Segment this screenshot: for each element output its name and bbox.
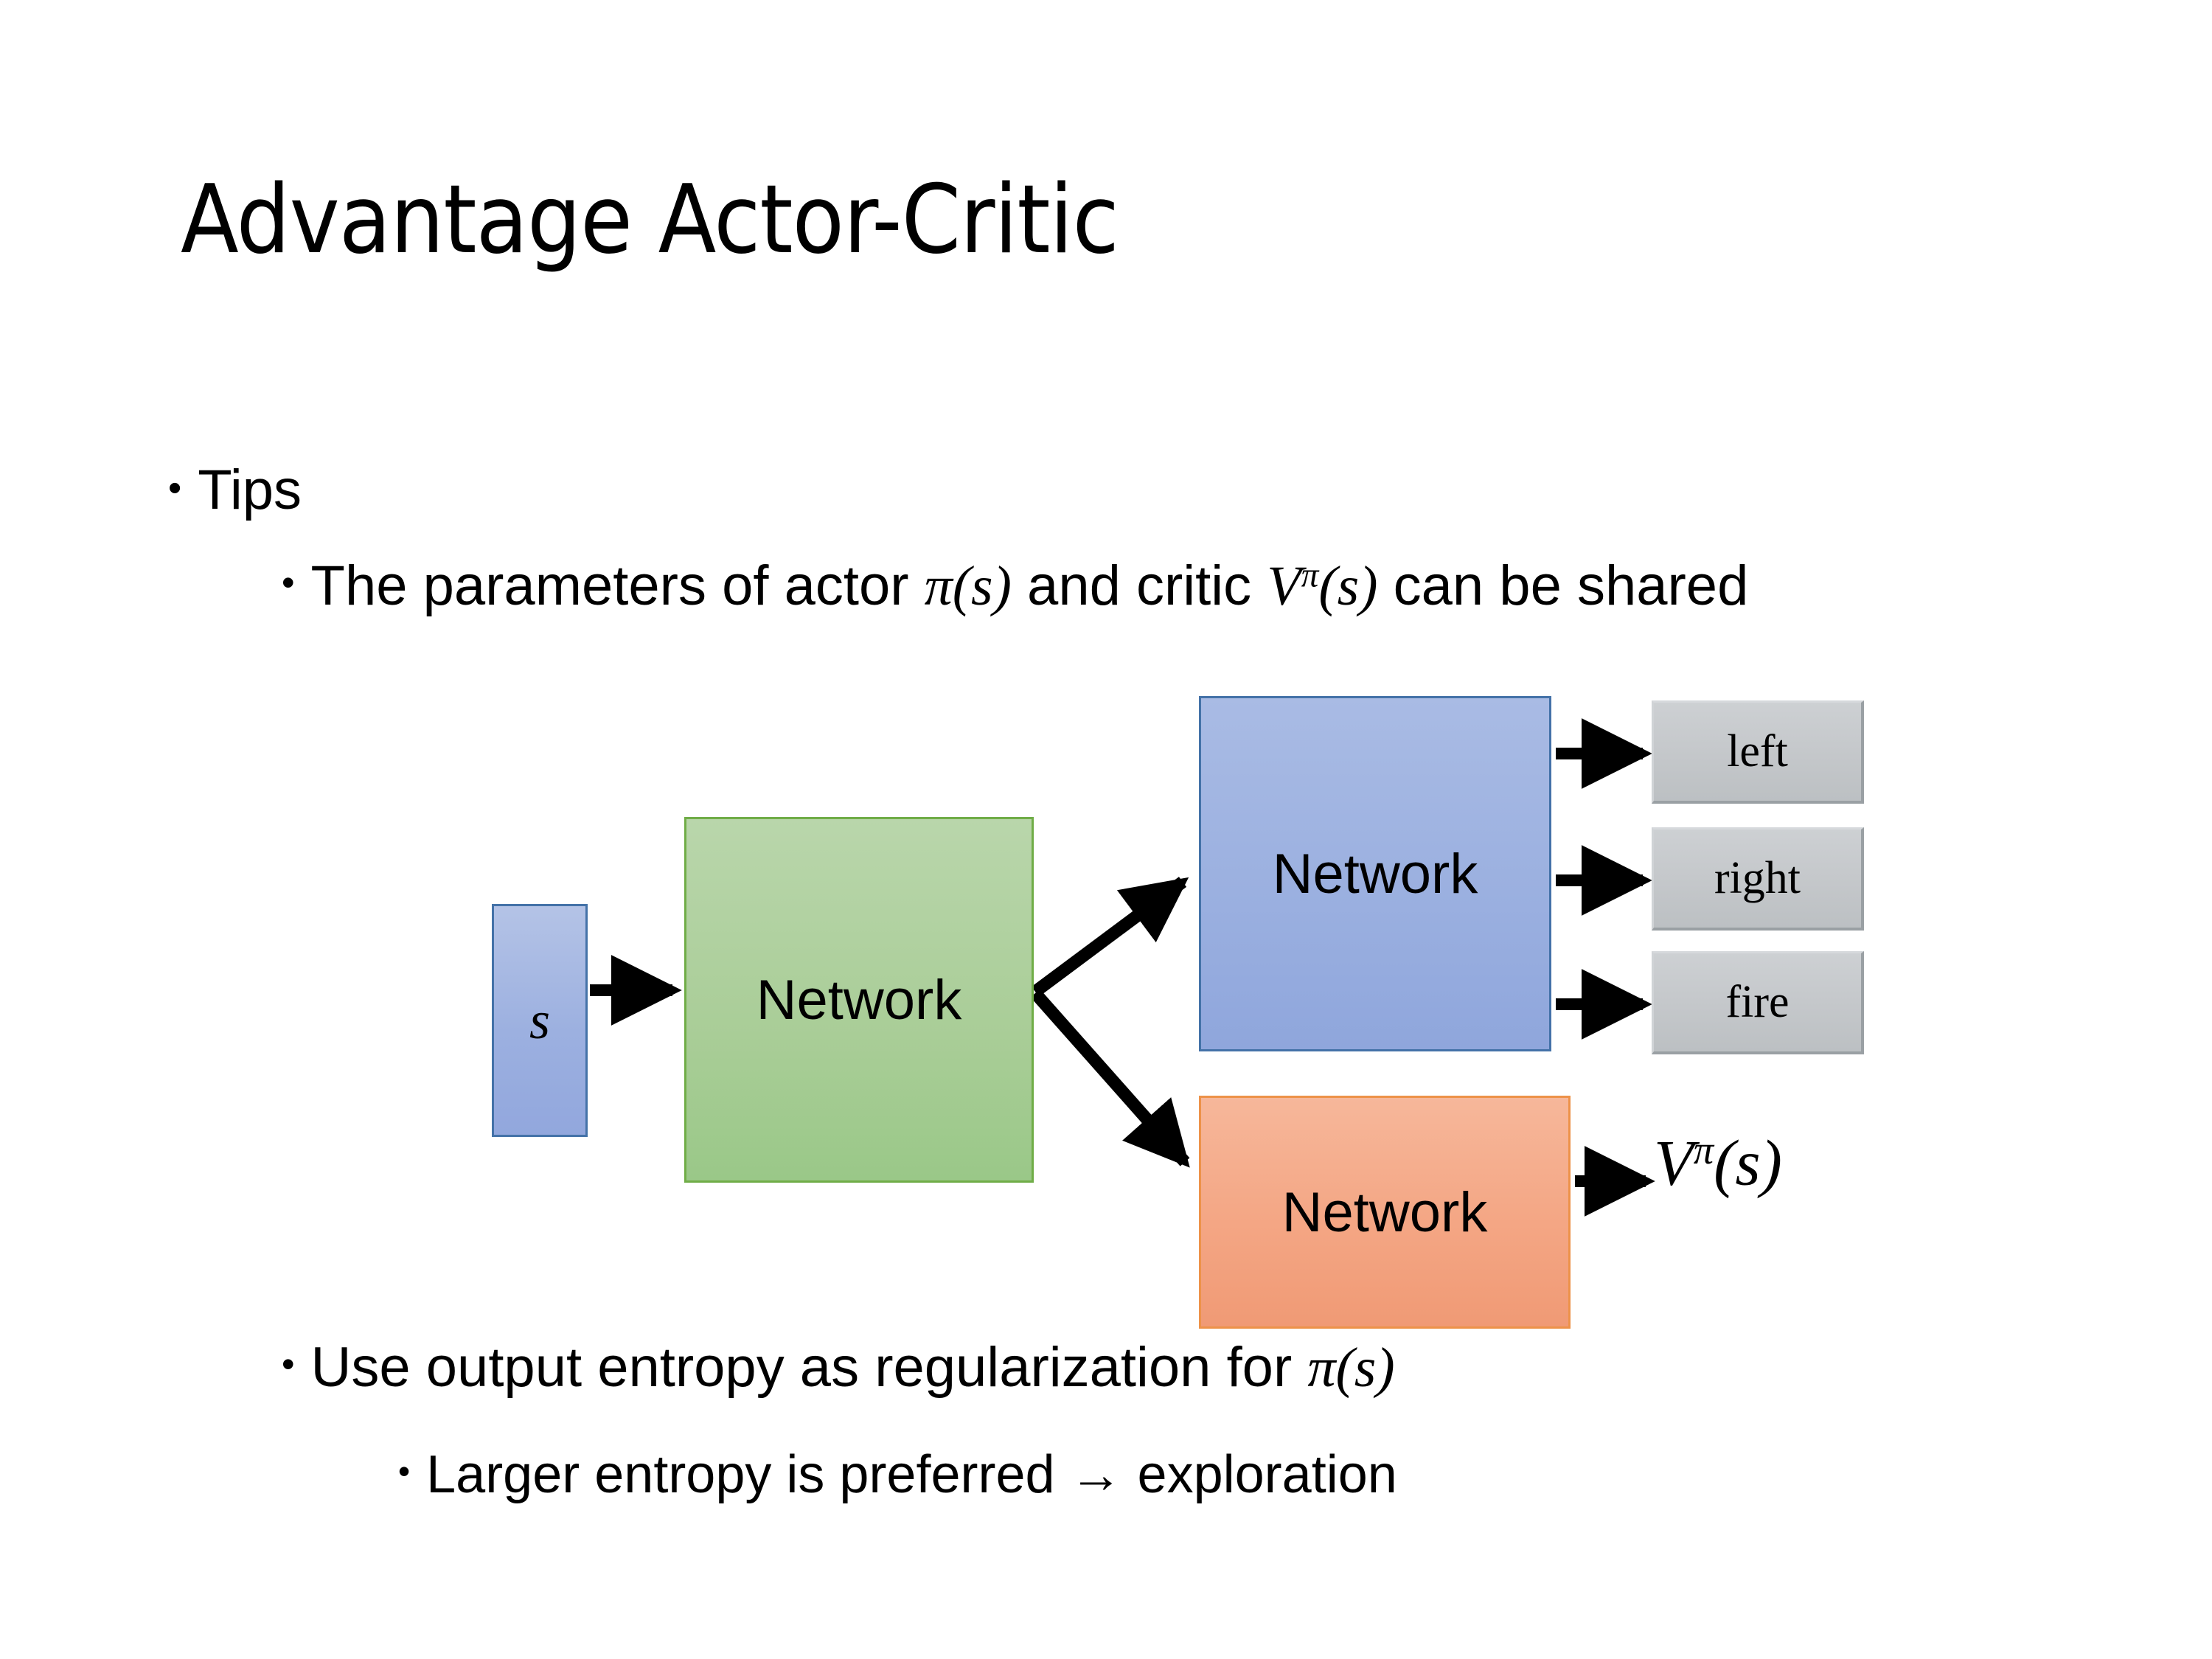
bullet-text-segment: The parameters of actor [310,554,925,617]
math-v-pi-of-s: Vπ(s) [1267,555,1377,617]
arrow-shared-to-critic [1030,989,1190,1168]
actor-network-label: Network [1272,842,1478,905]
bullet-marker-icon: • [398,1452,411,1490]
bullet-shared-parameters: • The parameters of actor π(s) and criti… [282,554,1978,619]
action-output-right: right [1652,827,1864,931]
action-output-fire-label: fire [1725,977,1790,1027]
bullet-marker-icon: • [282,1343,295,1385]
critic-network-box: Network [1199,1096,1571,1329]
math-pi-of-s: π(s) [924,555,1012,617]
bullet-entropy-label: Use output entropy as regularization for… [311,1336,1395,1399]
bullet-text-segment: and critic [1011,554,1267,617]
bullet-tips-label: Tips [198,459,302,521]
bullet-exploration-label: Larger entropy is preferred → exploratio… [426,1445,1397,1504]
math-v-base: V [1267,555,1301,617]
bullet-marker-icon: • [282,562,295,603]
math-v-argument: (s) [1318,555,1378,617]
state-input-box: s [492,904,588,1137]
shared-network-label: Network [756,968,962,1032]
bullet-tips: • Tips [168,459,302,521]
bullet-text-segment: can be shared [1393,554,1749,617]
shared-network-box: Network [684,817,1034,1183]
bullet-entropy-regularization: • Use output entropy as regularization f… [282,1336,1395,1399]
critic-value-argument: (s) [1714,1127,1782,1200]
action-output-left-label: left [1727,726,1788,776]
critic-network-label: Network [1281,1180,1488,1244]
math-v-superscript: π [1301,556,1319,595]
action-output-right-label: right [1714,853,1801,903]
critic-value-base: V [1654,1127,1694,1200]
arrow-shared-to-actor [1031,877,1189,997]
action-output-fire: fire [1652,951,1864,1054]
critic-value-superscript: π [1693,1127,1714,1172]
math-pi-of-s: π(s) [1307,1337,1395,1399]
actor-network-box: Network [1199,696,1551,1051]
bullet-text-segment: Use output entropy as regularization for [310,1336,1308,1399]
page-title: Advantage Actor-Critic [181,165,1119,275]
bullet-shared-parameters-label: The parameters of actor π(s) and critic … [311,554,1919,619]
state-input-label: s [529,990,551,1050]
critic-value-output-label: Vπ(s) [1654,1130,1782,1196]
bullet-marker-icon: • [168,467,182,509]
bullet-exploration: • Larger entropy is preferred → explorat… [398,1445,1397,1505]
action-output-left: left [1652,700,1864,804]
